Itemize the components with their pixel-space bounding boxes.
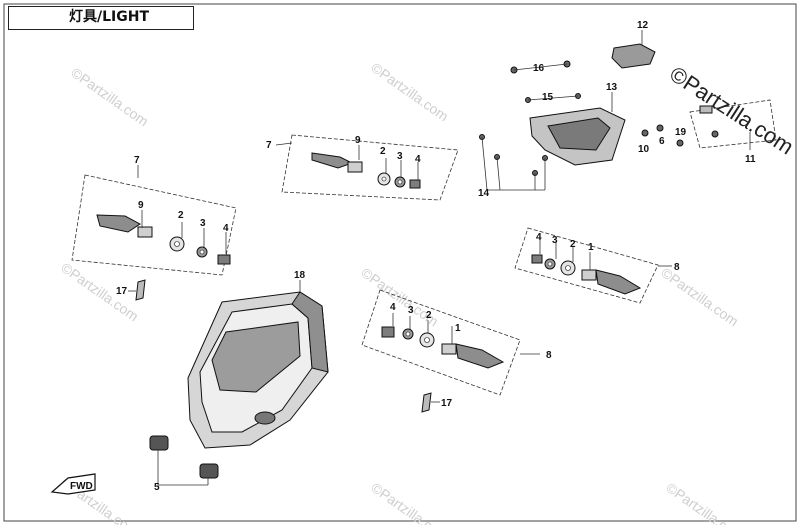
watermarks: ©Partzilla.com ©Partzilla.com ©Partzilla…	[58, 59, 798, 525]
callout-number: 4	[415, 154, 421, 165]
turn-signal-assembly-lower	[361, 289, 540, 396]
headlight-assembly	[149, 280, 329, 486]
callout-number: 11	[745, 154, 756, 165]
callout-number: 19	[675, 127, 687, 138]
callout-number: 6	[659, 136, 665, 147]
diagram-title: 灯具/LIGHT	[8, 6, 194, 30]
callout-number: 17	[441, 398, 453, 409]
callout-number: 1	[455, 323, 461, 334]
callout-number: 3	[408, 305, 414, 316]
watermark-text: ©Partzilla.com	[68, 64, 151, 129]
callout-number: 1	[588, 242, 594, 253]
callout-number: 3	[552, 235, 558, 246]
callout-number: 10	[638, 144, 650, 155]
callout-number: 4	[223, 223, 229, 234]
callout-number: 8	[546, 350, 552, 361]
watermark-text: ©Partzilla.com	[58, 259, 141, 324]
callout-number: 8	[674, 262, 680, 273]
license-light-bracket-assembly	[479, 30, 656, 191]
callout-number: 12	[637, 20, 649, 31]
callout-number: 17	[116, 286, 128, 297]
watermark-text: ©Partzilla.com	[663, 479, 746, 525]
callout-number: 2	[178, 210, 184, 221]
callout-number: 13	[606, 82, 618, 93]
front-direction-indicator: FWD	[50, 473, 96, 495]
turn-signal-assembly-left	[71, 165, 237, 276]
callout-number: 7	[134, 155, 140, 166]
callout-number: 14	[478, 188, 490, 199]
callout-number: 3	[200, 218, 206, 229]
front-label: FWD	[70, 481, 93, 492]
callout-number: 9	[355, 135, 361, 146]
watermark-text: ©Partzilla.com	[368, 479, 451, 525]
callout-number: 16	[533, 63, 545, 74]
watermark-text: ©Partzilla.com	[658, 264, 741, 329]
reflector-parts	[128, 279, 440, 413]
turn-signal-assembly-right	[514, 227, 672, 304]
reflector-fasteners-assembly	[641, 99, 777, 150]
callout-number: 2	[570, 239, 576, 250]
callout-number: 9	[138, 200, 144, 211]
callout-number: 3	[397, 151, 403, 162]
callout-number: 2	[380, 146, 386, 157]
callout-number: 2	[426, 310, 432, 321]
diagram-border	[3, 3, 797, 522]
callout-number: 15	[542, 92, 554, 103]
watermark-text: ©Partzilla.com	[368, 59, 451, 124]
callout-number: 4	[390, 302, 396, 313]
turn-signal-assembly-upper	[275, 134, 459, 201]
callout-number: 5	[154, 482, 160, 493]
callout-numbers: 1 1 2 2 2 2 3 3 3 3 4 4 4 4 5 6 7 7 8 8 …	[116, 20, 756, 493]
callout-number: 7	[266, 140, 272, 151]
callout-number: 4	[536, 232, 542, 243]
callout-number: 18	[294, 270, 306, 281]
